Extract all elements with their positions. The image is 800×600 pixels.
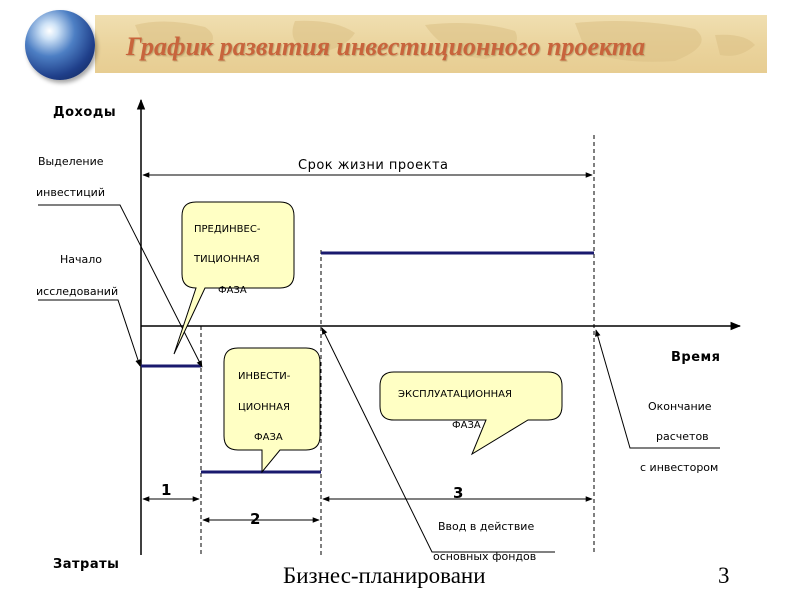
invest-text-3: ФАЗА: [254, 432, 283, 443]
research-label-1: Начало: [60, 253, 103, 266]
allocation-label-1: Выделение: [38, 155, 104, 168]
invest-callout: [223, 347, 321, 474]
research-label-2: исследований: [36, 285, 119, 298]
allocation-leader: [38, 204, 203, 368]
segment-1-label: 1: [161, 481, 172, 499]
preinvest-text-2: ТИЦИОННАЯ: [194, 254, 260, 265]
preinvest-text-1: ПРЕДИНВЕС-: [194, 224, 261, 235]
invest-text-1: ИНВЕСТИ-: [238, 371, 291, 382]
commission-leader: [321, 327, 555, 553]
end-label-1: Окончание: [648, 400, 712, 413]
footer-text: Бизнес-планировани: [283, 563, 486, 588]
operation-text-2: ФАЗА: [452, 420, 481, 431]
invest-text-2: ЦИОННАЯ: [238, 402, 290, 413]
preinvest-text-3: ФАЗА: [218, 285, 247, 296]
title-banner: [95, 15, 767, 73]
operation-text-1: ЭКСПЛУАТАЦИОННАЯ: [398, 389, 512, 400]
commission-label-1: Ввод в действие: [438, 520, 535, 533]
research-leader: [38, 299, 141, 367]
page-title: График развития инвестиционного проекта: [126, 32, 646, 61]
preinvest-callout: [173, 201, 295, 355]
world-map-decor: [135, 20, 755, 62]
segment-3-label: 3: [453, 484, 464, 502]
globe-icon: [25, 10, 95, 80]
allocation-label-2: инвестиций: [36, 186, 105, 199]
commission-label-2: основных фондов: [433, 550, 537, 563]
y-axis-label-costs: Затраты: [53, 557, 120, 572]
end-label-3: с инвестором: [640, 461, 719, 474]
end-leader: [595, 329, 720, 449]
segment-2-label: 2: [250, 510, 261, 528]
y-axis-label-income: Доходы: [53, 105, 117, 120]
project-life-label: Срок жизни проекта: [298, 158, 449, 173]
operation-callout: [379, 371, 563, 456]
x-axis-label-time: Время: [671, 350, 721, 365]
page-number: 3: [718, 563, 730, 588]
end-label-2: расчетов: [656, 430, 709, 443]
